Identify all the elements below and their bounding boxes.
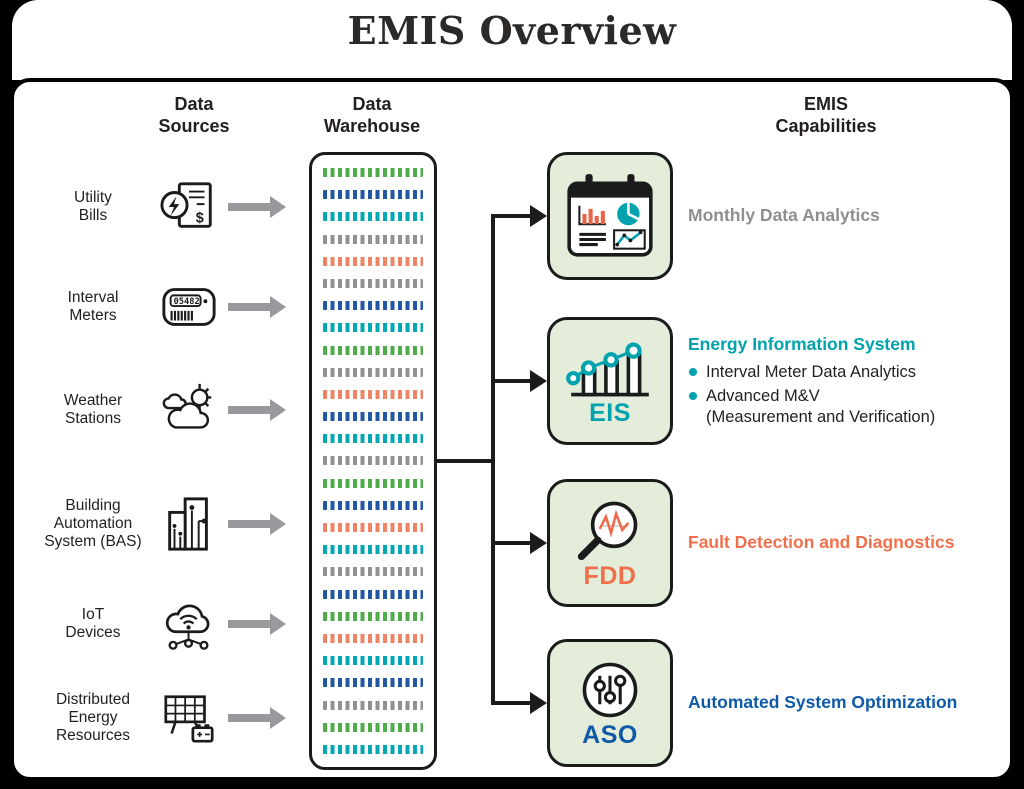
weather-station-icon [162,383,212,429]
bullet-dot-icon [689,368,697,376]
capability-abbr-aso: ASO [582,720,638,749]
source-row-iot-devices: IoT Devices [32,579,308,669]
data-tick-row [323,389,423,399]
capability-box-monthly-analytics [547,152,673,280]
sliders-optimization-icon [582,662,638,717]
data-tick-row [323,567,423,577]
arrow-right-icon [228,714,270,722]
data-tick-row [323,434,423,444]
arrow-right-icon [228,406,270,414]
data-tick-row [323,744,423,754]
capability-label-fdd: Fault Detection and Diagnostics [688,532,955,552]
data-tick-row [323,500,423,510]
bullet-dot-icon [689,392,697,400]
svg-text:$: $ [196,210,204,226]
source-row-der: Distributed Energy Resources [32,673,308,763]
data-tick-row [323,656,423,666]
data-tick-row [323,545,423,555]
source-label: Building Automation System (BAS) [44,496,142,551]
arrowhead-icon [530,532,547,554]
solar-battery-icon [164,695,214,743]
eis-text-block: Energy Information System Interval Meter… [688,334,1024,427]
arrowhead-icon [530,692,547,714]
data-warehouse-box [309,152,437,770]
arrow-right-icon [228,520,270,528]
data-tick-row [323,256,423,266]
eis-bullet-1: Interval Meter Data Analytics [688,363,1024,382]
utility-bills-icon: $ [160,182,212,228]
title-strip: EMIS Overview [12,0,1012,80]
page-title: EMIS Overview [347,8,677,53]
svg-text:05482: 05482 [174,297,200,307]
capability-box-fdd: FDD [547,479,673,607]
eis-bullet-2-text: Advanced M&V [706,387,820,405]
source-row-weather-stations: Weather Stations [32,365,308,455]
data-tick-row [323,323,423,333]
fault-magnifier-icon [577,501,638,560]
arrowhead-icon [530,370,547,392]
connector-branch-4 [491,701,531,705]
eis-bullet-1-text: Interval Meter Data Analytics [706,363,917,381]
data-tick-row [323,412,423,422]
data-tick-row [323,633,423,643]
data-tick-row [323,611,423,621]
arrowhead-icon [530,205,547,227]
connector-trunk-line [491,214,495,705]
data-tick-row [323,168,423,177]
data-tick-row [323,722,423,732]
iot-cloud-icon [165,604,210,650]
capability-abbr-fdd: FDD [583,561,637,590]
interval-data-chart-icon [566,341,649,396]
data-tick-row [323,212,423,222]
capability-label-eis: Energy Information System [688,334,916,354]
capability-label-aso: Automated System Optimization [688,692,958,712]
connector-feed-line [435,459,494,463]
source-label: Utility Bills [74,188,112,224]
data-tick-row [323,678,423,688]
capability-box-aso: ASO [547,639,673,767]
arrow-right-icon [228,620,270,628]
eis-bullet-2: Advanced M&V [688,387,1024,406]
source-row-interval-meters: Interval Meters 05482 [32,262,308,352]
data-tick-row [323,367,423,377]
data-tick-row [323,190,423,200]
data-tick-row [323,523,423,532]
emis-capabilities-header: EMIS Capabilities [775,94,877,136]
data-tick-row [323,301,423,311]
data-tick-row [323,278,423,288]
main-panel: Data Sources Data Warehouse EMIS Capabil… [10,78,1014,781]
data-tick-row [323,234,423,244]
capability-box-eis: EIS [547,317,673,445]
interval-meter-icon: 05482 [162,288,216,326]
data-warehouse-header: Data Warehouse [323,94,421,136]
eis-bullet-2-note: (Measurement and Verification) [706,408,936,426]
source-label: Distributed Energy Resources [55,690,131,745]
data-tick-row [323,345,423,355]
data-tick-row [323,589,423,599]
source-row-bas: Building Automation System (BAS) [32,479,308,569]
connector-branch-3 [491,541,531,545]
data-tick-row [323,456,423,466]
data-tick-row [323,478,423,488]
data-sources-header: Data Sources [158,94,230,136]
connector-branch-2 [491,379,531,383]
source-label: IoT Devices [65,605,121,641]
capability-label-monthly-analytics: Monthly Data Analytics [688,205,880,225]
capability-abbr-eis: EIS [589,398,631,427]
arrow-right-icon [228,203,270,211]
source-row-utility-bills: Utility Bills $ [32,162,308,252]
source-label: Interval Meters [67,288,119,324]
bas-building-icon [168,497,208,551]
data-tick-row [323,700,423,710]
calendar-analytics-icon [567,174,653,257]
connector-branch-1 [491,214,531,218]
source-label: Weather Stations [63,391,123,427]
warehouse-ticks [312,155,434,767]
arrow-right-icon [228,303,270,311]
